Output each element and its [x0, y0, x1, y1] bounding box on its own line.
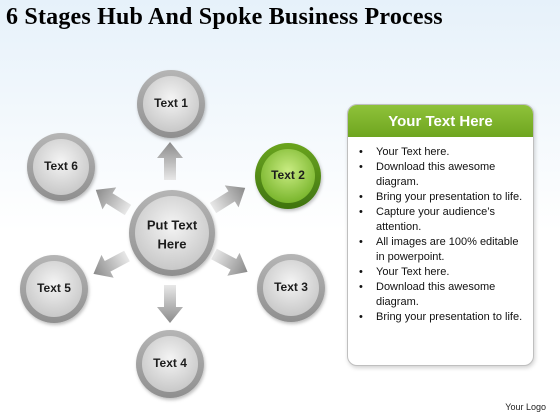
list-item: Bring your presentation to life.	[359, 190, 525, 205]
node-label-5: Text 5	[37, 281, 71, 295]
node-label-1: Text 1	[154, 96, 188, 110]
node-label-2: Text 2	[271, 168, 305, 182]
hub-circle: Put Text Here	[129, 190, 215, 276]
list-item: Capture your audience’s attention.	[359, 205, 525, 235]
list-item: Download this awesome diagram.	[359, 280, 525, 310]
arrow-to-text-3	[211, 248, 248, 276]
page-title: 6 Stages Hub And Spoke Business Process	[6, 4, 443, 30]
panel-header: Your Text Here	[348, 105, 533, 137]
arrow-to-text-5	[93, 250, 130, 278]
panel-bullet-list: Your Text here. Download this awesome di…	[348, 137, 533, 325]
list-item: Bring your presentation to life.	[359, 310, 525, 325]
node-text-4: Text 4	[136, 330, 204, 398]
node-text-5: Text 5	[20, 255, 88, 323]
hub-label-line2: Here	[158, 236, 187, 251]
node-label-4: Text 4	[153, 356, 187, 370]
list-item: Download this awesome diagram.	[359, 160, 525, 190]
arrow-to-text-1	[157, 142, 183, 180]
spoke-arrows	[93, 142, 248, 323]
text-panel: Your Text Here Your Text here. Download …	[347, 104, 534, 366]
node-text-1: Text 1	[137, 70, 205, 138]
arrow-to-text-6	[95, 187, 132, 216]
list-item: All images are 100% editable in powerpoi…	[359, 235, 525, 265]
hub-label-line1: Put Text	[147, 217, 198, 232]
node-text-6: Text 6	[27, 133, 95, 201]
arrow-to-text-4	[157, 285, 183, 323]
node-label-3: Text 3	[274, 280, 308, 294]
list-item: Your Text here.	[359, 145, 525, 160]
node-label-6: Text 6	[44, 159, 78, 173]
node-text-3: Text 3	[257, 254, 325, 322]
arrow-to-text-2	[209, 185, 246, 214]
list-item: Your Text here.	[359, 265, 525, 280]
logo-text: Your Logo	[505, 402, 546, 412]
node-text-2: Text 2	[255, 143, 321, 209]
